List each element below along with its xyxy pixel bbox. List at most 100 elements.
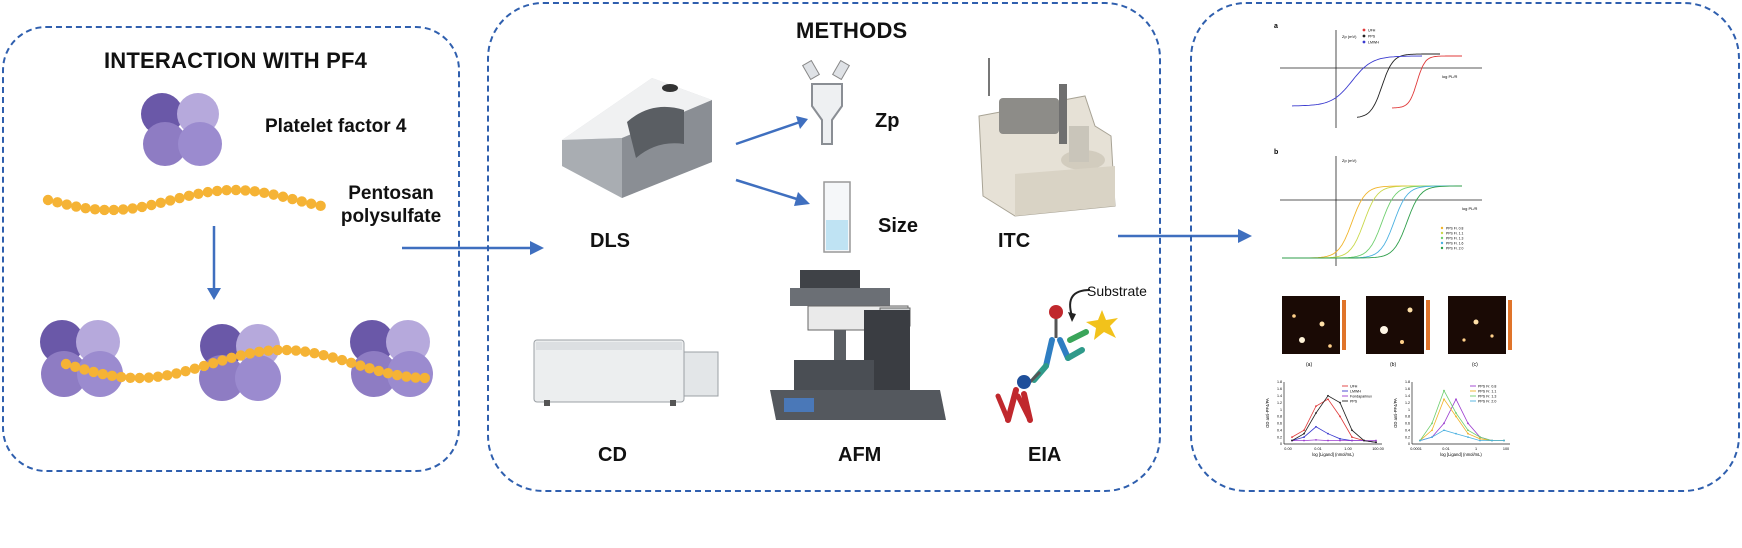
x-tick-label: 0.0001 (1410, 447, 1422, 451)
pps-bead (382, 367, 394, 379)
pps-bead (88, 366, 99, 378)
pps-bead (212, 185, 223, 197)
arrow-to-results-icon (1118, 229, 1252, 243)
pps-bead (61, 199, 72, 210)
pps-bead (165, 195, 176, 206)
y-tick-label: 0 (1280, 442, 1282, 446)
pps-bead (80, 202, 91, 214)
pps-bead (254, 346, 265, 357)
plot-a-ylabel: Zp (mV) (1342, 34, 1357, 39)
y-axis-label: OD anti-PF4/PA (1265, 398, 1270, 428)
legend-label: UFH (1368, 29, 1376, 33)
pps-bead (268, 189, 279, 200)
afm-tag-b: (b) (1390, 362, 1396, 368)
pps-bead (118, 204, 129, 215)
pps-bead (373, 365, 384, 377)
pps-bead (290, 345, 302, 356)
pps-bead (42, 194, 54, 206)
legend-label: PPS Fr. 0.8 (1478, 384, 1496, 388)
afm-tag-a: (a) (1306, 362, 1312, 368)
pps-bead (174, 192, 185, 204)
legend-label: PPS Fr. 1.6 (1446, 242, 1463, 246)
legend-label: PPS (1368, 35, 1376, 39)
itc-instrument-icon (978, 58, 1116, 217)
pps-bead (287, 193, 298, 205)
pps-bead (272, 344, 283, 356)
pps-bead (327, 352, 338, 363)
pps-bead (198, 360, 210, 372)
legend-label: PPS Fr. 1.1 (1446, 232, 1463, 236)
x-axis-label: log [Ligand] (nmol/mL) (1312, 452, 1354, 457)
pps-bead (146, 199, 157, 211)
legend-marker (1440, 226, 1444, 230)
pps-bead (171, 368, 182, 379)
pps-bead (152, 371, 164, 382)
legend-marker (1440, 246, 1444, 250)
pps-bead (116, 371, 127, 383)
x-tick-label: 0.00 (1284, 447, 1291, 451)
pps-bead (97, 368, 108, 380)
y-tick-label: 1.2 (1277, 401, 1282, 405)
x-tick-label: 1 (1475, 447, 1477, 451)
reaction-curve-arrow-icon (1068, 289, 1091, 322)
substrate-label: Substrate (1087, 283, 1147, 299)
down-arrow-icon (207, 226, 221, 300)
y-tick-label: 1 (1280, 408, 1282, 412)
pps-bead (336, 354, 348, 366)
pps-bead (193, 188, 204, 200)
pps-bead (143, 372, 154, 383)
pps-bead (125, 372, 136, 383)
pps-bead (155, 197, 166, 209)
pps-bead (79, 364, 90, 375)
series-line (1419, 389, 1504, 441)
pps-bead (202, 186, 213, 198)
legend-marker (1362, 34, 1366, 38)
legend-label: LMWH (1368, 41, 1379, 45)
pps-bead (419, 372, 430, 384)
x-tick-label: 100.00 (1372, 447, 1384, 451)
pps-bead (136, 201, 148, 213)
y-tick-label: 0.2 (1405, 435, 1410, 439)
pps-chain-icon (42, 184, 326, 216)
pps-bead (180, 366, 191, 377)
pps-fraction-curve (1282, 185, 1462, 259)
plot-a-xlabel: log PL/R (1442, 74, 1457, 79)
lmwh-curve (1291, 55, 1423, 107)
arrow-to-methods-icon (402, 241, 544, 255)
legend-label: PPS Fr. 1.1 (1478, 389, 1496, 393)
pps-bead (162, 370, 173, 381)
pps-bead (281, 344, 292, 356)
legend-label: Fondaparinux (1350, 394, 1372, 398)
y-axis-label: OD anti-PF4/PA (1393, 398, 1398, 428)
afm-image-b: (b) (1366, 296, 1430, 368)
pps-bead (259, 187, 270, 198)
pps-fraction-curve (1282, 185, 1462, 259)
pps-bead (410, 372, 421, 383)
pps-bead (235, 350, 246, 361)
substrate-star-icon (1086, 310, 1118, 340)
afm-image-a: (a) (1282, 296, 1346, 368)
legend-label: PPS Fr. 2.0 (1446, 247, 1463, 251)
pps-bead (189, 363, 200, 374)
series-line (1291, 395, 1377, 443)
x-tick-label: 1.00 (1344, 447, 1351, 451)
pps-bead (364, 363, 375, 374)
plot-b-ylabel: Zp (mV) (1342, 158, 1357, 163)
complex-tetramer-3 (350, 320, 433, 397)
y-tick-label: 0.6 (1405, 422, 1410, 426)
y-tick-label: 0.4 (1405, 428, 1410, 432)
pps-bead (401, 371, 412, 382)
pps-bead (392, 369, 403, 381)
arrow-to-zp-icon (735, 116, 808, 146)
dls-instrument-icon (562, 78, 712, 198)
plot-a-tag: a (1274, 23, 1278, 30)
y-tick-label: 1.2 (1405, 401, 1410, 405)
pps-bead (263, 345, 274, 356)
results-panel (1190, 2, 1740, 492)
pps-bead (108, 204, 120, 216)
zeta-cell-icon (801, 59, 851, 145)
methods-title: METHODS (796, 18, 908, 43)
